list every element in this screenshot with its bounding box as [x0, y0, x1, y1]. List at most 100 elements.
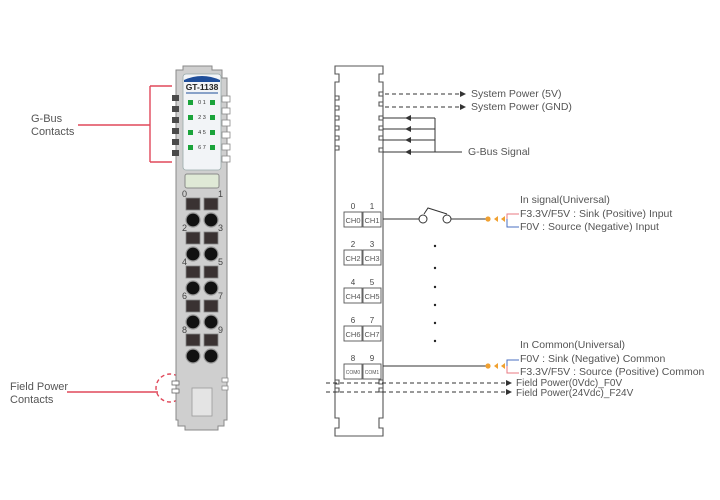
- terminal-number: 7: [218, 291, 223, 301]
- arrow-right-icon: [506, 380, 512, 386]
- terminal-release-slot[interactable]: [185, 333, 201, 347]
- channel-box: [362, 363, 382, 380]
- terminal-block: 0 1 2 3 4 5 6 7 8 9: [182, 189, 223, 364]
- field-power-0v-label: Field Power(0Vdc)_F0V: [516, 378, 623, 389]
- terminal-release-slot[interactable]: [185, 231, 201, 245]
- arrow-left-icon: [405, 126, 411, 132]
- channel-label: CH6: [345, 330, 360, 339]
- terminal-wire-hole[interactable]: [203, 348, 219, 364]
- led-label: 2 3: [198, 115, 206, 121]
- led-label: 6 7: [198, 145, 206, 151]
- channel-label: CH5: [364, 292, 379, 301]
- arrow-left-icon: [405, 115, 411, 121]
- channel-number: 7: [370, 316, 375, 325]
- terminal-release-slot[interactable]: [203, 265, 219, 279]
- channel-box: [362, 249, 382, 266]
- channel-box: [343, 211, 363, 228]
- channel-box: [362, 211, 382, 228]
- channel-box: [343, 325, 363, 342]
- input-signal-source: F0V : Source (Negative) Input: [520, 221, 659, 233]
- terminal-release-slot[interactable]: [203, 197, 219, 211]
- field-power-24v-label: Field Power(24Vdc)_F24V: [516, 388, 634, 399]
- led-label: 0 1: [198, 100, 206, 106]
- ellipsis-dots: [433, 244, 437, 343]
- terminal-number: 4: [182, 257, 187, 267]
- terminal-wire-hole[interactable]: [185, 348, 201, 364]
- terminal-release-slot[interactable]: [203, 333, 219, 347]
- terminal-wire-hole[interactable]: [185, 280, 201, 296]
- terminal-number: 0: [182, 189, 187, 199]
- terminal-wire-hole[interactable]: [185, 212, 201, 228]
- channel-box: [362, 287, 382, 304]
- channel-label: CH4: [345, 292, 360, 301]
- terminal-number: 3: [218, 223, 223, 233]
- schematic-module-outline: [334, 65, 384, 437]
- channel-number: 6: [351, 316, 356, 325]
- terminal-wire-hole[interactable]: [185, 246, 201, 262]
- gbus-label-line1: G-Bus: [31, 113, 63, 125]
- channel-number: 5: [370, 278, 375, 287]
- system-power-5v-label: System Power (5V): [471, 88, 562, 100]
- channel-label: CH1: [364, 216, 379, 225]
- channel-label: CH3: [364, 254, 379, 263]
- channel-number: 0: [351, 202, 356, 211]
- terminal-number: 8: [182, 325, 187, 335]
- terminal-release-slot[interactable]: [203, 299, 219, 313]
- field-power-callout: [67, 373, 185, 403]
- terminal-wire-hole[interactable]: [203, 280, 219, 296]
- system-power-gnd-label: System Power (GND): [471, 101, 572, 113]
- channel-label: CH7: [364, 330, 379, 339]
- terminal-number: 9: [218, 325, 223, 335]
- gbus-callout: [78, 85, 172, 163]
- channel-box: [343, 363, 363, 380]
- arrow-right-icon: [506, 389, 512, 395]
- field-power-contacts-label: Field Power Contacts: [10, 381, 68, 407]
- terminal-wire-hole[interactable]: [203, 212, 219, 228]
- input-signal-sink: F3.3V/F5V : Sink (Positive) Input: [520, 208, 673, 220]
- arrow-left-icon: [405, 149, 411, 155]
- input-connector: [485, 216, 505, 222]
- gbus-label-line2: Contacts: [31, 126, 75, 138]
- channel-box: [343, 249, 363, 266]
- terminal-release-slot[interactable]: [203, 231, 219, 245]
- common-sink: F0V : Sink (Negative) Common: [520, 353, 666, 365]
- terminal-number: 2: [182, 223, 187, 233]
- terminal-release-slot[interactable]: [185, 197, 201, 211]
- system-power-lines: [385, 93, 460, 108]
- field-power-contacts: [171, 380, 180, 394]
- channel-number: 9: [370, 354, 375, 363]
- channel-label: COM1: [365, 370, 380, 376]
- terminal-number: 1: [218, 189, 223, 199]
- gbus-signal-lines: [383, 117, 462, 153]
- channel-box: [343, 287, 363, 304]
- input-signal-title: In signal(Universal): [520, 194, 610, 206]
- terminal-wire-hole[interactable]: [203, 314, 219, 330]
- common-connector: [485, 363, 505, 369]
- channel-number: 2: [351, 240, 356, 249]
- channel-label: CH0: [345, 216, 360, 225]
- common-title: In Common(Universal): [520, 339, 626, 351]
- terminal-number: 5: [218, 257, 223, 267]
- gbus-signal-label: G-Bus Signal: [468, 146, 530, 158]
- channel-label: COM0: [346, 370, 361, 376]
- terminal-wire-hole[interactable]: [203, 246, 219, 262]
- channel-label: CH2: [345, 254, 360, 263]
- terminal-release-slot[interactable]: [185, 265, 201, 279]
- led-label: 4 5: [198, 130, 206, 136]
- gbus-contacts-label: G-Bus Contacts: [31, 113, 74, 139]
- terminal-wire-hole[interactable]: [185, 314, 201, 330]
- channel-number: 1: [370, 202, 375, 211]
- channel-grid: 0CH01CH12CH23CH34CH45CH56CH67CH78COM09CO…: [343, 202, 382, 380]
- channel-box: [362, 325, 382, 342]
- terminal-number: 6: [182, 291, 187, 301]
- channel-number: 4: [351, 278, 356, 287]
- status-leds: [188, 100, 215, 150]
- arrow-left-icon: [405, 137, 411, 143]
- channel-number: 3: [370, 240, 375, 249]
- terminal-release-slot[interactable]: [185, 299, 201, 313]
- input-switch: [383, 207, 486, 224]
- module-model-label: GT-1138: [186, 82, 219, 92]
- common-source: F3.3V/F5V : Source (Positive) Common: [520, 366, 705, 378]
- arrow-right-icon: [460, 104, 466, 110]
- arrow-right-icon: [460, 91, 466, 97]
